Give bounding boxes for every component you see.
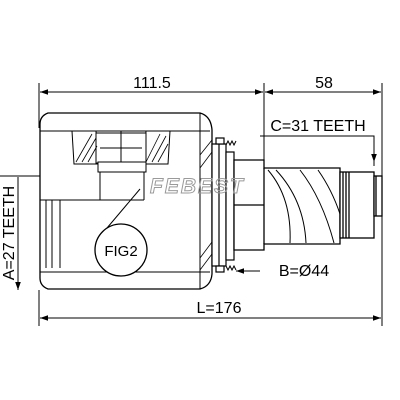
dim-body-length: 111.5 <box>133 75 171 92</box>
dim-total-length: L=176 <box>197 300 242 317</box>
tripod-roller <box>71 130 171 201</box>
dimension-lines <box>15 89 381 321</box>
boot-teeth <box>225 139 237 272</box>
fig2-callout: FIG2 <box>94 188 148 277</box>
hatching <box>75 133 213 271</box>
watermark-logo: FEBEST <box>150 175 245 198</box>
dim-spline-length: 58 <box>315 75 333 92</box>
spline-twist-lines <box>267 169 341 244</box>
stub-shaft <box>233 159 383 251</box>
fig2-label: FIG2 <box>104 243 137 260</box>
seal-boot <box>211 137 235 273</box>
dim-seal-diameter: B=Ø44 <box>279 263 329 280</box>
dim-outer-spline-teeth: C=31 TEETH <box>270 118 365 135</box>
dim-inner-spline-teeth: A=27 TEETH <box>1 186 18 280</box>
